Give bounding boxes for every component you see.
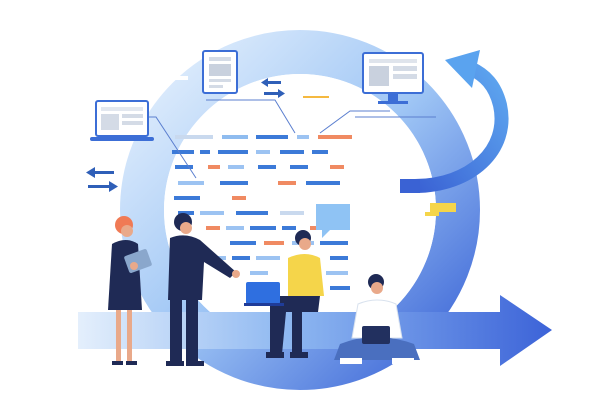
sticky-note-icon (425, 203, 456, 216)
code-lines (172, 135, 352, 290)
connector-lines (144, 99, 436, 179)
swap-arrows-icon (86, 167, 118, 192)
swap-arrows-icon (261, 78, 285, 98)
main-ring (120, 30, 480, 390)
man-with-laptop (244, 230, 324, 358)
dash-decoration (172, 76, 188, 80)
woman-with-tablet (108, 216, 152, 365)
dash-decoration (303, 96, 329, 98)
document-icon (202, 50, 238, 94)
laptop-icon (90, 100, 154, 141)
man-in-suit (166, 213, 240, 366)
man-sitting-with-laptop (334, 274, 420, 364)
lightbulb-icon (391, 142, 411, 170)
chat-bubble-icon (316, 204, 350, 238)
cycle-arrow-icon (400, 50, 509, 193)
monitor-icon (362, 52, 424, 104)
